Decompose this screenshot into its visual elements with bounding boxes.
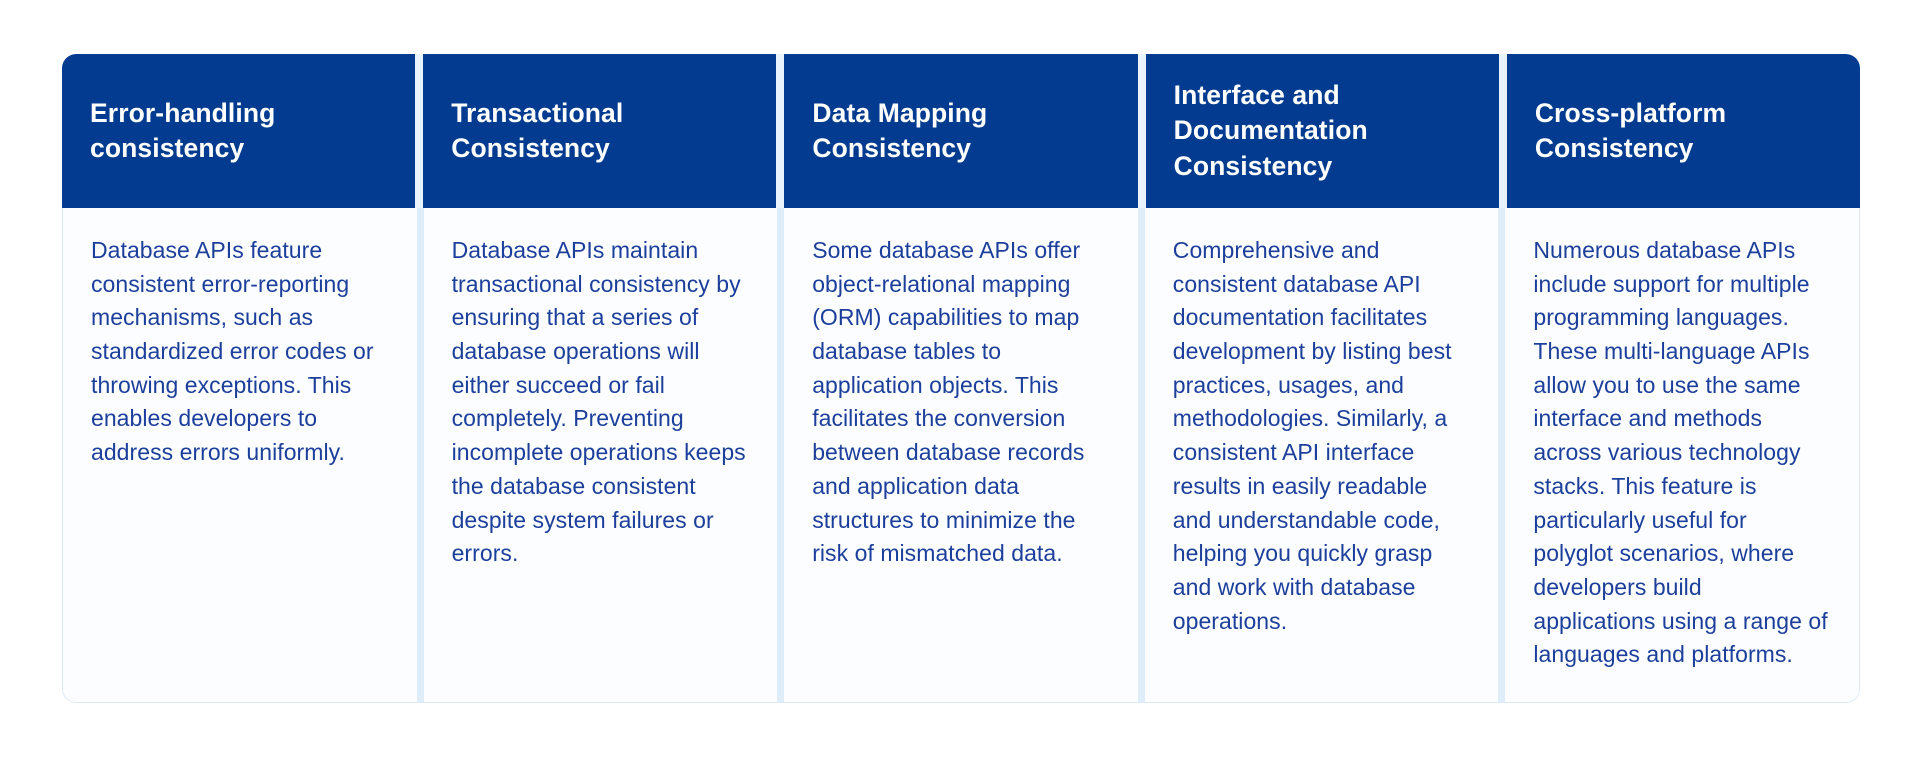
body-cell-data-mapping-consistency: Some database APIs offer object-relation… <box>777 208 1138 702</box>
header-title: Cross-platform Consistency <box>1534 97 1727 163</box>
header-cell-data-mapping-consistency: Data Mapping Consistency <box>784 54 1138 208</box>
body-text: Numerous database APIs include support f… <box>1533 237 1828 668</box>
consistency-comparison-table: Error-handling consistency Transactional… <box>62 54 1860 703</box>
header-title: Transactional Consistency <box>451 97 624 163</box>
header-cell-interface-and-documentation-consistency: Interface and Documentation Consistency <box>1145 54 1499 208</box>
body-cell-cross-platform-consistency: Numerous database APIs include support f… <box>1498 208 1859 702</box>
header-title: Interface and Documentation Consistency <box>1173 80 1368 181</box>
body-cell-error-handling-consistency: Database APIs feature consistent error-r… <box>63 208 417 702</box>
table-header-row: Error-handling consistency Transactional… <box>62 54 1860 208</box>
header-cell-transactional-consistency: Transactional Consistency <box>423 54 777 208</box>
table-body-row: Database APIs feature consistent error-r… <box>62 208 1860 703</box>
body-text: Database APIs feature consistent error-r… <box>91 237 374 466</box>
body-text: Some database APIs offer object-relation… <box>812 237 1085 567</box>
header-title: Data Mapping Consistency <box>812 97 988 163</box>
body-text: Comprehensive and consistent database AP… <box>1172 237 1452 634</box>
header-cell-error-handling-consistency: Error-handling consistency <box>62 54 416 208</box>
body-text: Database APIs maintain transactional con… <box>451 237 746 567</box>
body-cell-interface-and-documentation-consistency: Comprehensive and consistent database AP… <box>1137 208 1499 702</box>
header-title: Error-handling consistency <box>90 97 276 163</box>
body-cell-transactional-consistency: Database APIs maintain transactional con… <box>416 208 778 702</box>
header-cell-cross-platform-consistency: Cross-platform Consistency <box>1506 54 1860 208</box>
